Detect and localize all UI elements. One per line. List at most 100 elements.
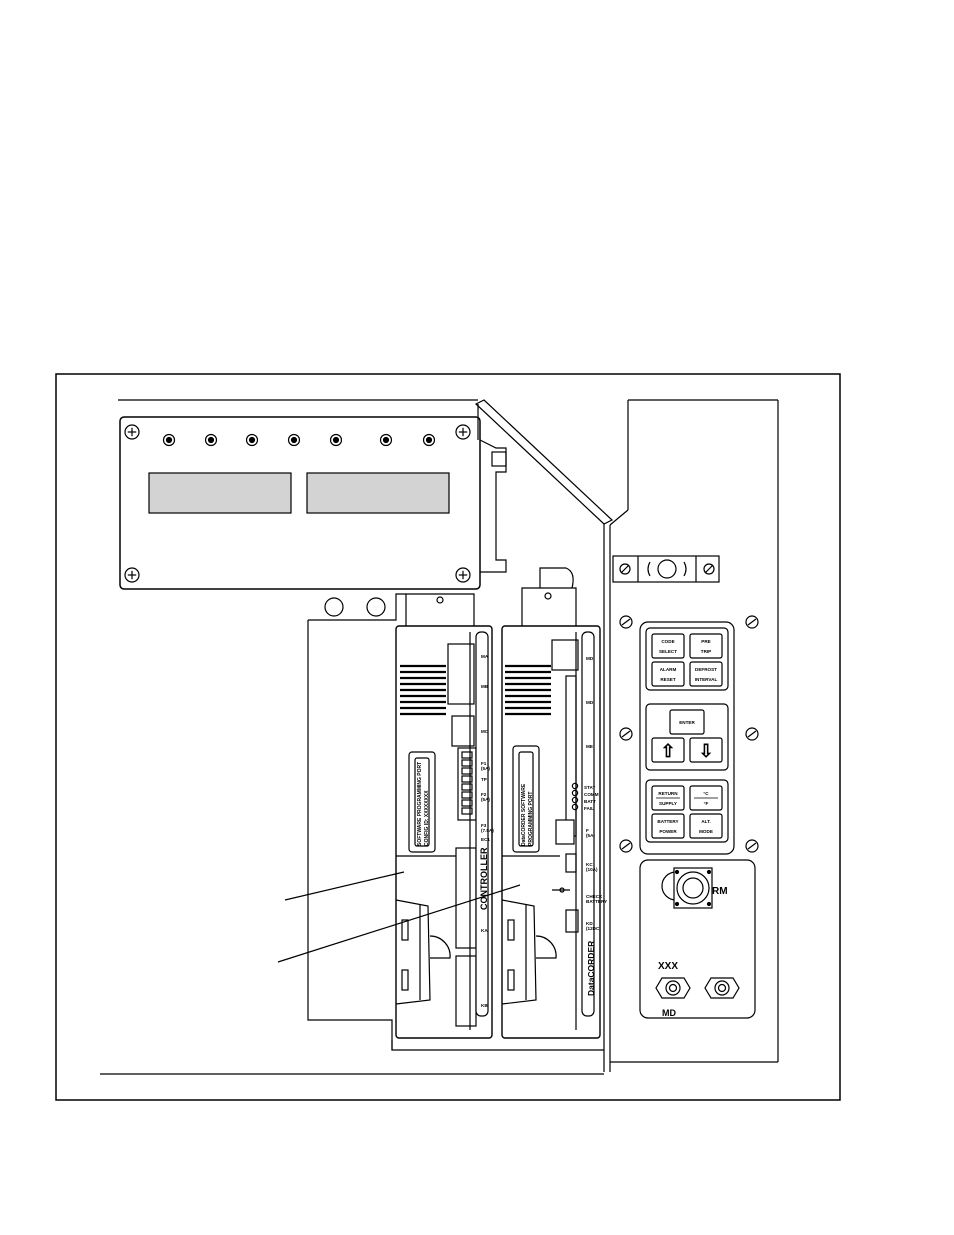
figure-border xyxy=(55,373,841,1101)
datacorder-terminal-label: KD xyxy=(586,921,593,926)
panel-screw xyxy=(619,727,633,741)
controller-terminal-label: MB xyxy=(481,684,489,689)
fuse-slot xyxy=(461,775,473,783)
key-label-top: ALT. xyxy=(701,819,710,824)
key-label-top: RETURN xyxy=(658,791,678,796)
datacorder-terminal-label: F xyxy=(586,828,589,833)
status-led xyxy=(571,796,579,804)
gland-fitting-right xyxy=(704,977,740,999)
datacorder-terminal-label: MD xyxy=(586,656,594,661)
key-label-bottom: °F xyxy=(704,801,709,806)
indicator-led xyxy=(245,433,259,447)
housing xyxy=(118,399,779,1072)
receptacle-label: RM xyxy=(712,886,728,897)
remote-monitoring-receptacle xyxy=(673,867,713,909)
fuse-slot xyxy=(461,767,473,775)
controller-terminal-label: EC1 xyxy=(481,837,490,842)
panel-screw xyxy=(745,615,759,629)
key-label-bottom: SELECT xyxy=(659,649,677,654)
controller-terminal-label: MC xyxy=(481,729,489,734)
corner-screw xyxy=(455,424,471,440)
fuse-slot xyxy=(461,791,473,799)
datacorder-terminal-label: MD xyxy=(586,700,594,705)
key-label-top: ENTER xyxy=(679,720,695,725)
arrow-glyph: ⇧ xyxy=(660,741,675,761)
controller-terminal-label: KA xyxy=(481,928,488,933)
status-led xyxy=(571,789,579,797)
datacorder-terminal-label: CHECK xyxy=(586,894,603,899)
mounting-hole xyxy=(366,597,386,617)
module-tabs xyxy=(405,567,577,626)
controller-terminal-label: (5A) xyxy=(481,766,490,771)
fuse-slot xyxy=(461,807,473,815)
display-window-left xyxy=(148,472,292,514)
code-select-key: CODE SELECT xyxy=(651,633,685,659)
datacorder-prog-port-line2: PROGRAMMING PORT xyxy=(528,792,534,846)
datacorder-terminal-label: (12DC) xyxy=(586,926,601,931)
status-led xyxy=(571,782,579,790)
key-label-top: BATTERY xyxy=(657,819,678,824)
bracket-slot xyxy=(491,451,507,467)
indicator-led xyxy=(204,433,218,447)
fuse-slot xyxy=(461,783,473,791)
enter-key: ENTER xyxy=(669,709,705,735)
controller-terminal-label: (7.5A) xyxy=(481,828,494,833)
up-arrow-key: ⇧ xyxy=(651,737,685,763)
datacorder-led-label: BATT xyxy=(584,799,596,804)
battery-power-key: BATTERY POWER xyxy=(651,813,685,839)
key-label-bottom: MODE xyxy=(699,829,713,834)
indicator-led xyxy=(422,433,436,447)
key-label-bottom: INTERVAL xyxy=(695,677,718,682)
datacorder-terminal-label: BATTERY xyxy=(586,899,607,904)
fuse-slot xyxy=(461,759,473,767)
gland-fitting-left xyxy=(655,977,691,999)
panel-screw xyxy=(745,839,759,853)
key-label-bottom: POWER xyxy=(659,829,677,834)
datacorder-led-label: COMM xyxy=(584,792,599,797)
controller-terminal-label: TP xyxy=(481,777,487,782)
controller-module: SOFTWARE PROGRAMMING PORT CONFIG ID: XXX… xyxy=(395,625,493,1039)
connector-strip xyxy=(612,555,720,583)
alarm-reset-key: ALARM RESET xyxy=(651,661,685,687)
down-arrow-key: ⇩ xyxy=(689,737,723,763)
key-label-bottom: RESET xyxy=(660,677,676,682)
controller-terminal-label: F3 xyxy=(481,823,487,828)
corner-screw xyxy=(455,567,471,583)
controller-terminal-label: (5A) xyxy=(481,797,490,802)
status-led xyxy=(571,803,579,811)
arrow-glyph: ⇩ xyxy=(698,741,713,761)
display-screws xyxy=(124,424,471,583)
key-label-bottom: TRIP xyxy=(701,649,711,654)
datacorder-terminal-label: ME xyxy=(586,744,593,749)
fuse-slot xyxy=(461,799,473,807)
datacorder-led-label: FAIL xyxy=(584,806,594,811)
mounting-hole xyxy=(324,597,344,617)
datacorder-leader-line xyxy=(277,884,521,963)
datacorder-prog-port-line1: DataCORDER SOFTWARE xyxy=(521,783,527,846)
controller-prog-port-line1: SOFTWARE PROGRAMMING PORT xyxy=(417,762,423,846)
fuse-slot xyxy=(461,751,473,759)
controller-module-label: CONTROLLER xyxy=(479,847,489,910)
key-label-top: DEFROST xyxy=(695,667,717,672)
receptacle-panel: RM XXX MD xyxy=(639,859,756,1019)
controller-terminal-label: KB xyxy=(481,1003,488,1008)
celsius-fahrenheit-key: °C°F xyxy=(689,785,723,811)
key-label-top: CODE xyxy=(661,639,674,644)
controller-prog-port-line2: CONFIG ID: XXXXXXXX xyxy=(424,790,430,846)
controller-leader-line xyxy=(284,871,405,901)
indicator-led xyxy=(287,433,301,447)
display-module xyxy=(119,404,507,590)
datacorder-module-label: DataCORDER xyxy=(586,941,596,996)
key-label-bottom: SUPPLY xyxy=(659,801,677,806)
panel-screw xyxy=(745,727,759,741)
controller-terminal-label: MA xyxy=(481,654,489,659)
key-label-top: ALARM xyxy=(660,667,677,672)
alt-mode-key: ALT. MODE xyxy=(689,813,723,839)
controller-terminal-label: F1 xyxy=(481,761,487,766)
indicator-led xyxy=(329,433,343,447)
xxx-label: XXX xyxy=(658,961,678,972)
